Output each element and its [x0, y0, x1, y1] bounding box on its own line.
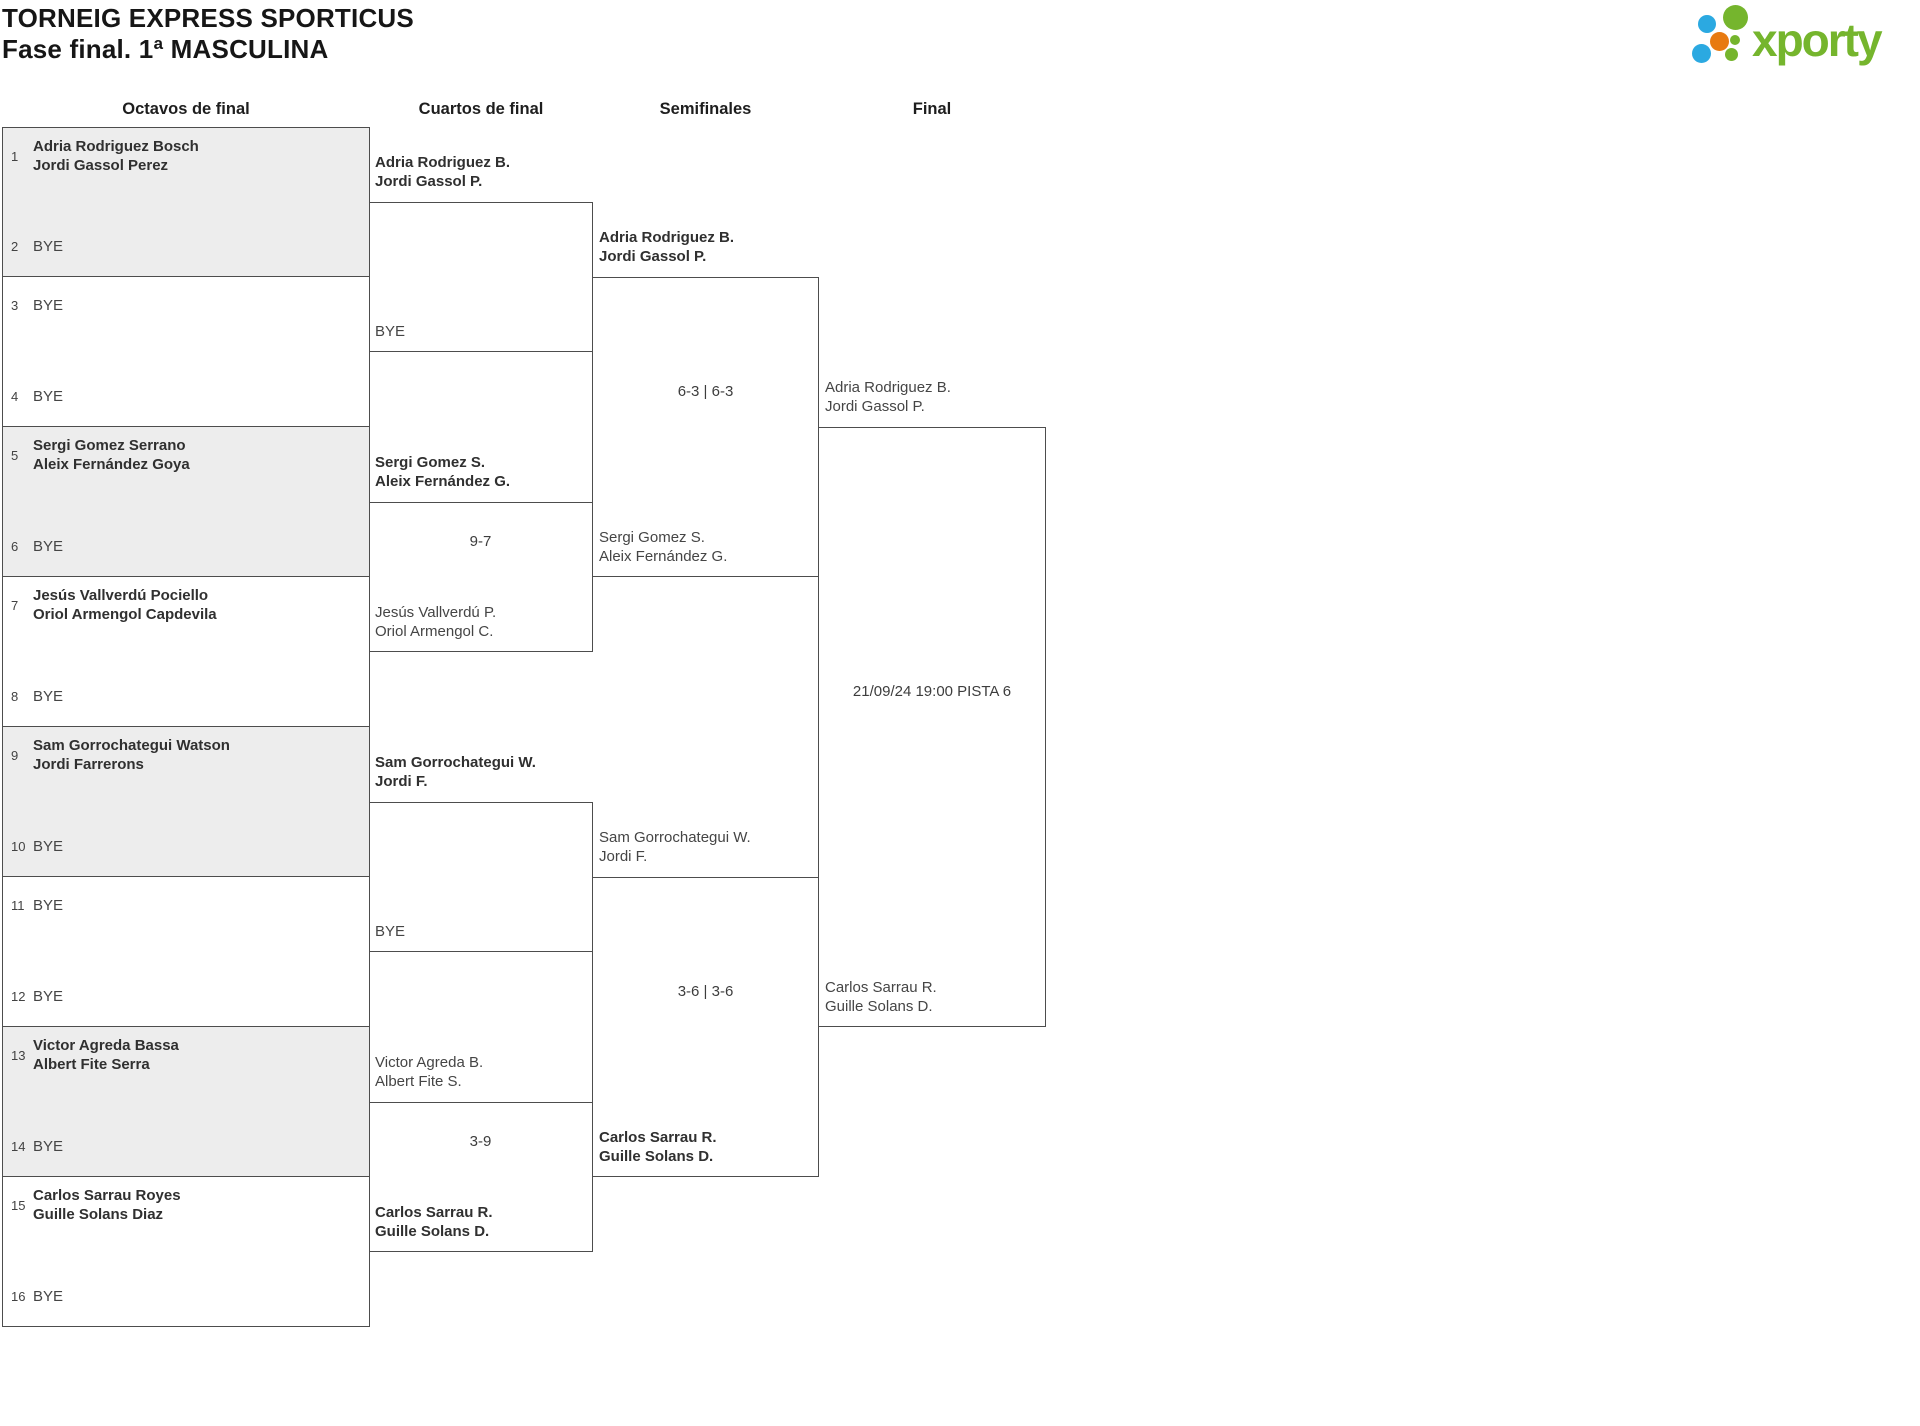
seed: 10: [11, 838, 26, 854]
qf-match-1[interactable]: Adria Rodriguez B.Jordi Gassol P. BYE: [369, 154, 593, 352]
team-names: BYE: [33, 687, 64, 705]
seed: 2: [11, 238, 19, 254]
round-header-final: Final: [912, 100, 952, 118]
match-score: 6-3 | 6-3: [677, 383, 734, 400]
seed: 3: [11, 297, 19, 313]
logo-wordmark: xporty: [1752, 14, 1883, 66]
team-label-bottom: Carlos Sarrau R.Guille Solans D.: [599, 1129, 717, 1165]
sf-match-2[interactable]: Sam Gorrochategui W.Jordi F. Carlos Sarr…: [592, 829, 819, 1177]
team-label-top: Sergi Gomez S.Aleix Fernández G.: [375, 454, 511, 490]
team-label-bottom: Jesús Vallverdú P.Oriol Armengol C.: [375, 604, 497, 640]
r16-slot-6: 6 BYE: [11, 523, 365, 569]
qf-match-2[interactable]: Sergi Gomez S.Aleix Fernández G. Jesús V…: [369, 454, 593, 652]
logo-dot-blue-large: [1692, 44, 1711, 63]
team-names: BYE: [33, 296, 64, 314]
team-names: BYE: [33, 387, 64, 405]
qf-match-3[interactable]: Sam Gorrochategui W.Jordi F. BYE: [369, 754, 593, 952]
team-names: BYE: [33, 837, 64, 855]
seed: 4: [11, 388, 19, 404]
r16-match-6[interactable]: 11 BYE 12 BYE: [2, 877, 370, 1027]
seed: 13: [11, 1047, 26, 1063]
sf-match-1[interactable]: Adria Rodriguez B.Jordi Gassol P. Sergi …: [592, 229, 819, 577]
team-label-bottom: Sergi Gomez S.Aleix Fernández G.: [599, 529, 728, 565]
r16-slot-4: 4 BYE: [11, 373, 365, 419]
team-label-bottom: BYE: [375, 923, 406, 940]
seed: 6: [11, 538, 19, 554]
team-names: BYE: [33, 1287, 64, 1305]
team-names: BYE: [33, 1137, 64, 1155]
seed: 1: [11, 148, 19, 164]
r16-slot-16: 16 BYE: [11, 1273, 365, 1319]
logo-dot-green-large: [1723, 5, 1748, 30]
match-score: 9-7: [469, 533, 492, 550]
r16-slot-11: 11 BYE: [11, 882, 365, 928]
team-label-bottom: BYE: [375, 323, 406, 340]
seed: 14: [11, 1138, 26, 1154]
team-label-bottom: Carlos Sarrau R.Guille Solans D.: [825, 979, 937, 1015]
logo-dot-orange: [1710, 32, 1729, 51]
team-label-top: Adria Rodriguez B.Jordi Gassol P.: [375, 154, 511, 190]
qf-match-4[interactable]: Victor Agreda B.Albert Fite S. Carlos Sa…: [369, 1054, 593, 1252]
logo-dot-green-small: [1725, 48, 1738, 61]
team-label-top: Adria Rodriguez B.Jordi Gassol P.: [599, 229, 735, 265]
match-schedule: 21/09/24 19:00 PISTA 6: [852, 683, 1012, 700]
team-names: BYE: [33, 987, 64, 1005]
round-header-octavos: Octavos de final: [122, 100, 250, 118]
round-header-semifinales: Semifinales: [659, 100, 752, 118]
page-subtitle: Fase final. 1ª MASCULINA: [2, 34, 329, 64]
seed: 7: [11, 597, 19, 613]
team-names: BYE: [33, 537, 64, 555]
seed: 15: [11, 1197, 26, 1213]
round-header-cuartos: Cuartos de final: [418, 100, 544, 118]
r16-slot-14: 14 BYE: [11, 1123, 365, 1169]
seed: 9: [11, 747, 19, 763]
team-names: BYE: [33, 237, 64, 255]
r16-slot-12: 12 BYE: [11, 973, 365, 1019]
page-title: TORNEIG EXPRESS SPORTICUS: [2, 3, 414, 33]
final-match[interactable]: Adria Rodriguez B.Jordi Gassol P. Carlos…: [818, 379, 1046, 1027]
seed: 12: [11, 988, 26, 1004]
r16-slot-8: 8 BYE: [11, 673, 365, 719]
team-label-top: Adria Rodriguez B.Jordi Gassol P.: [825, 379, 951, 415]
logo-dot-blue-small: [1698, 15, 1716, 33]
seed: 16: [11, 1288, 26, 1304]
team-label-top: Sam Gorrochategui W.Jordi F.: [375, 754, 536, 790]
team-label-top: Victor Agreda B.Albert Fite S.: [375, 1054, 484, 1090]
team-label-top: Sam Gorrochategui W.Jordi F.: [599, 829, 751, 865]
logo-dot-green-tiny: [1730, 35, 1740, 45]
r16-slot-10: 10 BYE: [11, 823, 365, 869]
xporty-logo[interactable]: xporty: [1690, 2, 1918, 66]
r16-match-2[interactable]: 3 BYE 4 BYE: [2, 277, 370, 427]
r16-slot-3: 3 BYE: [11, 282, 365, 328]
match-score: 3-6 | 3-6: [677, 983, 734, 1000]
seed: 8: [11, 688, 19, 704]
match-score: 3-9: [469, 1133, 492, 1150]
seed: 5: [11, 447, 19, 463]
team-label-bottom: Carlos Sarrau R.Guille Solans D.: [375, 1204, 493, 1240]
seed: 11: [11, 897, 25, 913]
team-names: BYE: [33, 896, 64, 914]
r16-slot-2: 2 BYE: [11, 223, 365, 269]
